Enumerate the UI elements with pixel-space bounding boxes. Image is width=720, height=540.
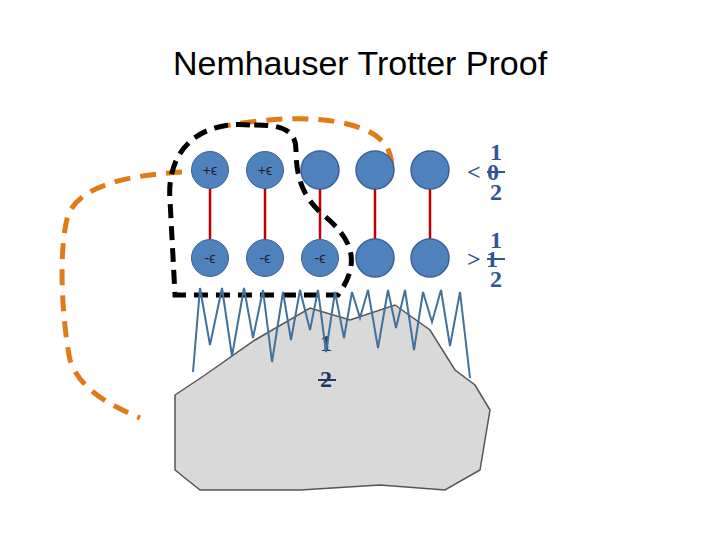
bound-label: < [467, 159, 481, 186]
black-dashed-outline [170, 124, 352, 295]
vertex-circle [356, 151, 394, 189]
wavy-edges [193, 288, 470, 378]
fraction-part: 1 [320, 330, 332, 357]
bound-label: 2 [490, 266, 502, 293]
matching-edge [264, 189, 267, 239]
slide-title: Nemhauser Trotter Proof [0, 44, 720, 83]
blob-shape [175, 305, 490, 490]
matching-edge [429, 189, 432, 239]
orange-dashed-curve [62, 172, 182, 418]
vertex-circle: -ϵ [301, 239, 339, 277]
vertex-weight: -ϵ [260, 250, 271, 266]
matching-edge [374, 189, 377, 239]
vertex-weight: -ϵ [205, 250, 216, 266]
blob-outline [168, 298, 498, 498]
vertex-circle [356, 239, 394, 277]
bound-label: 2 [490, 179, 502, 206]
vertex-weight: +ϵ [258, 162, 272, 178]
vertex-weight: +ϵ [203, 162, 217, 178]
matching-edge [319, 189, 322, 239]
vertex-circle [411, 239, 449, 277]
vertex-weight: -ϵ [315, 250, 326, 266]
vertex-circle [411, 151, 449, 189]
vertex-circle: -ϵ [246, 239, 284, 277]
fraction-part: 2 [320, 366, 332, 393]
vertex-circle: +ϵ [191, 151, 229, 189]
graph-remainder-blob: 12 [168, 298, 498, 498]
vertex-circle: +ϵ [246, 151, 284, 189]
vertex-circle: -ϵ [191, 239, 229, 277]
vertex-circle [301, 151, 339, 189]
bound-label: > [467, 246, 481, 273]
matching-edge [209, 189, 212, 239]
